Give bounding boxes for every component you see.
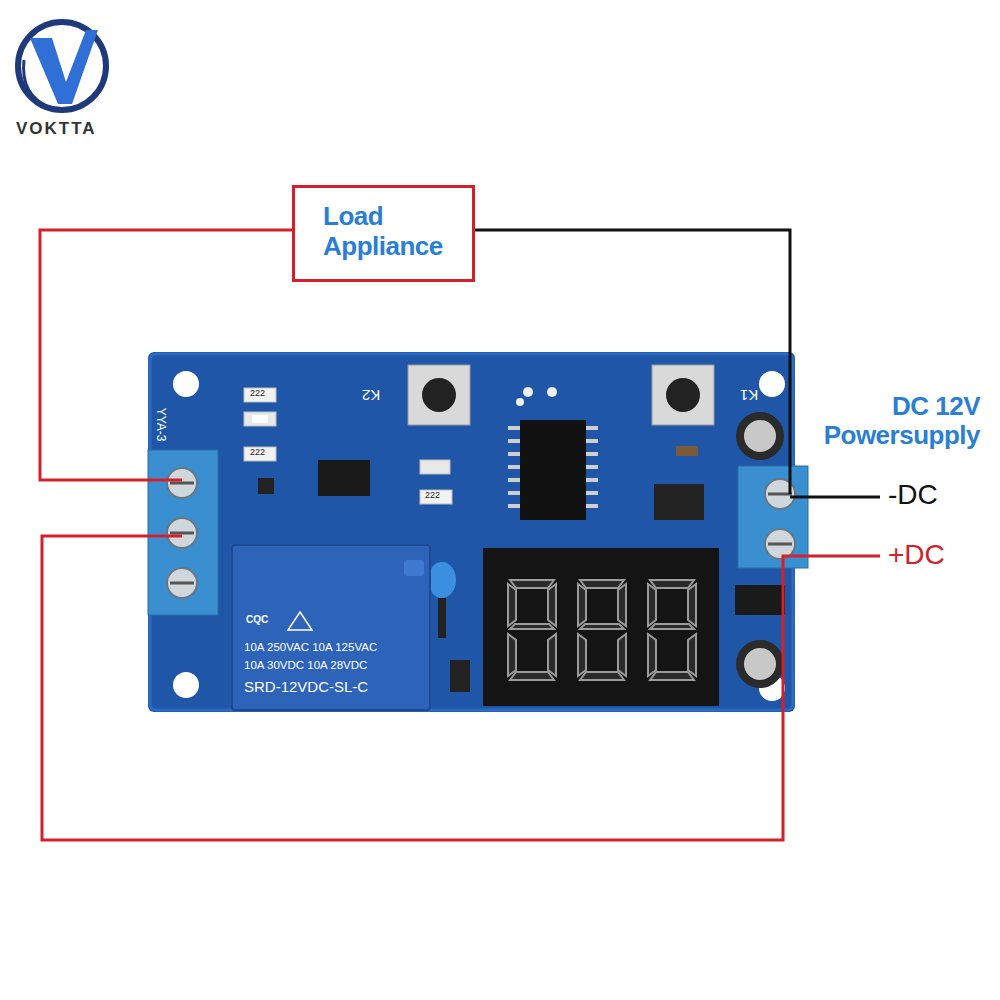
- output-terminal-block: [148, 450, 218, 615]
- resistor-code: 222: [250, 389, 265, 399]
- wiring: [40, 230, 880, 840]
- button-label: K1: [740, 386, 758, 403]
- led-display: [483, 548, 719, 706]
- negative-wire: [475, 230, 790, 494]
- positive-wire: [42, 536, 880, 840]
- load-box: Load Appliance: [292, 185, 475, 282]
- power-label: DC 12V Powersupply: [800, 392, 980, 449]
- negative-lead: [790, 496, 880, 499]
- relay-rating: 10A 30VDC 10A 28VDC: [244, 659, 367, 672]
- button-label: K2: [362, 386, 380, 403]
- resistor-code: 222: [425, 491, 440, 501]
- relay-board: [148, 352, 795, 712]
- resistor-code: 222: [250, 448, 265, 458]
- board-model: YYA-3: [154, 408, 167, 442]
- relay-rating: 10A 250VAC 10A 125VAC: [244, 641, 377, 654]
- terminal-label: -DC: [888, 480, 938, 511]
- brand-name: VOKTTA: [16, 120, 97, 139]
- node-label: Load Appliance: [323, 202, 443, 262]
- terminal-label: +DC: [888, 540, 945, 571]
- relay-symbol: [232, 545, 430, 710]
- power-terminal-block: [738, 466, 808, 568]
- load-wire: [40, 230, 292, 480]
- cert-mark: CQC: [246, 614, 268, 625]
- brand-logo: [18, 22, 106, 110]
- relay-model: SRD-12VDC-SL-C: [244, 679, 368, 696]
